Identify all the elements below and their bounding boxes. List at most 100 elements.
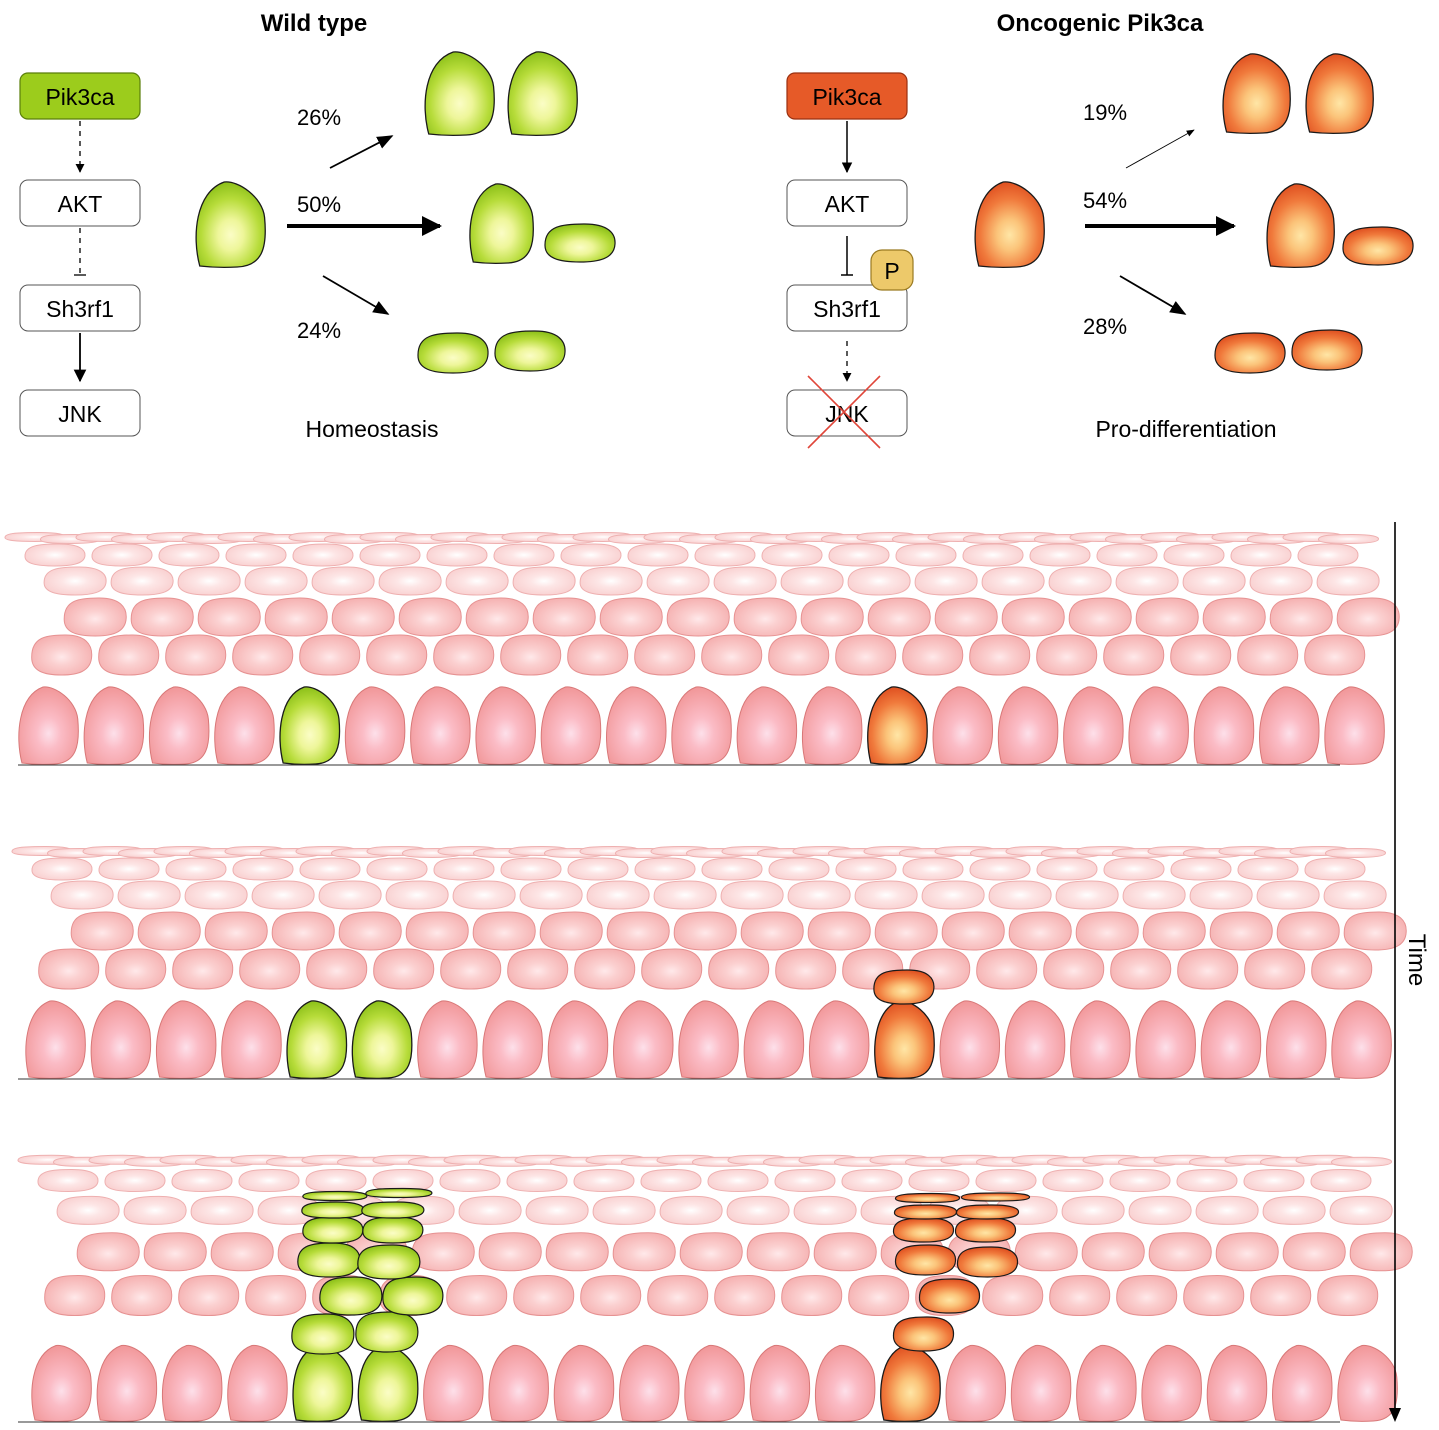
spinous-cell [478,1232,542,1272]
granular-cell [171,1168,233,1193]
spinous-cell [271,911,335,951]
lower-spinous-cell-layer [44,1274,1379,1317]
granular-cell [1163,543,1225,567]
wild-type-clone-cell [302,1216,364,1244]
spinous-cell [338,911,402,951]
upper-spinous-cell [1262,1195,1326,1225]
time-arrowhead-icon [1389,1408,1401,1422]
upper-spinous-cell [579,566,643,596]
granular-cell [969,857,1031,881]
basal-cell [1259,686,1320,765]
wild-type-clone-cell [301,1201,365,1219]
asymmetric-division-percent: 54% [1083,188,1127,213]
basal-layer [31,1344,1398,1423]
wild-type-clone-cell [319,1276,383,1316]
granular-cell [506,1168,568,1193]
upper-spinous-cell [318,880,382,910]
spinous-cell [1349,1232,1413,1272]
squame-cell [1325,847,1386,859]
spinous-cell [405,911,469,951]
granular-cell [24,543,86,567]
granular-cell [1243,1168,1305,1193]
granular-cell [560,543,622,567]
basal-layer [18,686,1385,766]
lower-spinous-cell [98,634,160,676]
spinous-cell [143,1232,207,1272]
spinous-cell [411,1232,475,1272]
differentiating-daughter-cell [1342,226,1414,266]
jnk-blocked-cross-icon [807,375,881,449]
upper-spinous-cell [1256,880,1320,910]
oncogenic-clone-cell [867,686,928,766]
granular-cell [1109,1168,1171,1193]
granular-cell [493,543,555,567]
granular-cell [895,543,957,567]
upper-spinous-cell [43,566,107,596]
oncogenic-differentiated-cell [893,1204,958,1220]
basal-cell [25,1000,86,1079]
upper-spinous-cell [1189,880,1253,910]
lower-spinous-cell [982,1274,1044,1317]
basal-cell [423,1345,484,1422]
lower-spinous-cell [647,1274,709,1317]
oncogenic-fate-diagram: 19% 54% 28% Pro-differentiation [974,53,1414,442]
spinous-cell-layer [70,911,1407,951]
oncogenic-title: Oncogenic Pik3ca [997,10,1204,37]
basal-cell [488,1345,549,1422]
spinous-cell [1008,911,1072,951]
granular-cell [359,543,421,567]
upper-spinous-cell [1195,1195,1259,1225]
symmetric-renewal-percent: 19% [1083,100,1127,125]
spinous-cell [1215,1232,1279,1272]
spinous-cell [210,1232,274,1272]
symmetric-differentiation-percent: 24% [297,318,341,343]
akt-node [19,179,141,227]
basal-cell [221,1000,282,1079]
basal-cell [1324,686,1385,765]
spinous-cell [532,597,596,637]
upper-spinous-cell [244,566,308,596]
spinous-cell [70,911,134,951]
upper-spinous-cell [586,880,650,910]
oncogenic-differentiated-cell [955,1204,1020,1220]
granular-cell [104,1168,166,1193]
lower-spinous-cell [1183,1274,1245,1317]
granular-cell [165,857,227,881]
basal-cell [808,1000,870,1079]
upper-spinous-cell [653,880,717,910]
spinous-cell [666,597,730,637]
granular-cell [1237,857,1299,881]
basal-cell [540,686,602,765]
spinous-cell [1142,911,1206,951]
granular-cell [567,857,629,881]
upper-spinous-cell [1055,880,1119,910]
granular-cell [1096,543,1158,567]
lower-spinous-cell [239,948,301,990]
upper-spinous-cell [659,1195,723,1225]
granular-cell-layer [37,1168,1372,1193]
oncogenic-pathway: Pik3ca AKT Sh3rf1 P JNK [786,72,914,449]
spinous-cell [941,911,1005,951]
lower-spinous-cell [781,1274,843,1317]
upper-spinous-cell [56,1195,120,1225]
basal-cell [1135,1000,1196,1079]
symmetric-differentiation-arrow [1119,275,1187,315]
progenitor-daughter-cell [507,51,578,137]
progenitor-daughter-cell [1305,53,1374,135]
oncogenic-clone-cell [874,1000,935,1080]
wild-type-clone-cell [291,1313,355,1355]
lower-spinous-cell [1237,634,1299,676]
wild-type-panel: Wild type Pik3ca AKT Sh3rf1 JNK 26% 50% … [19,10,616,442]
oncogenic-differentiated-cell [894,1244,957,1276]
spinous-cell [1343,911,1407,951]
upper-spinous-cell [646,566,710,596]
upper-spinous-cell [525,1195,589,1225]
spinous-cell [1269,597,1333,637]
lower-spinous-cell [1110,948,1172,990]
spinous-cell [813,1232,877,1272]
progenitor-cell [974,181,1045,269]
lower-spinous-cell [446,1274,508,1317]
granular-cell [902,857,964,881]
oncogenic-differentiated-cell [960,1192,1031,1202]
spinous-cell [807,911,871,951]
